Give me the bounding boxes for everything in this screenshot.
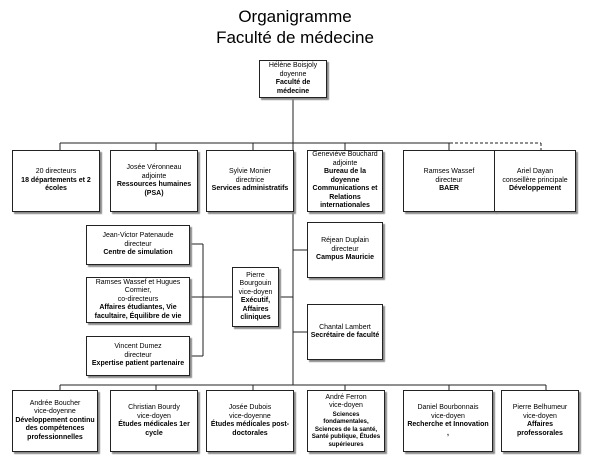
box-name: Ramses Wassef bbox=[423, 168, 475, 176]
box-role: co-directeurs bbox=[117, 295, 159, 303]
box-role: directeur bbox=[331, 245, 359, 253]
box-bureau-doyenne: Geneviève Bouchard adjointe Bureau de la… bbox=[307, 150, 383, 212]
box-role: vice-doyen bbox=[431, 412, 465, 420]
box-name: Vincent Dumez bbox=[114, 343, 162, 351]
box-name: Hélène Boisjoly bbox=[268, 62, 318, 69]
box-role: vice-doyen bbox=[137, 412, 171, 420]
box-name: 20 directeurs bbox=[35, 168, 77, 176]
box-role: vice-doyenne bbox=[229, 412, 271, 420]
box-expertise-patient: Vincent Dumez directeur Expertise patien… bbox=[86, 336, 190, 376]
chart-title-line1: Organigramme bbox=[238, 7, 352, 26]
box-role: adjointe bbox=[141, 172, 167, 180]
box-role: directrice bbox=[235, 176, 265, 184]
box-campus-mauricie: Réjean Duplain directeur Campus Mauricie bbox=[307, 222, 383, 278]
box-name: Geneviève Bouchard bbox=[312, 151, 378, 159]
box-unit: BAER bbox=[439, 185, 459, 193]
box-role: directeur bbox=[124, 351, 152, 359]
box-unit: Affaires professorales bbox=[517, 421, 563, 437]
box-directeurs: 20 directeurs 18 départements et 2 école… bbox=[12, 150, 100, 212]
box-dpc: Andrée Boucher vice-doyenne Développemen… bbox=[12, 390, 98, 452]
box-developpement: Ariel Dayan conseillère principale Dével… bbox=[494, 150, 576, 212]
box-unit: Bureau de la doyenne Communications et R… bbox=[312, 168, 378, 210]
box-unit: Développement continu des compétences pr… bbox=[15, 416, 95, 441]
box-etudes-post-doctorales: Josée Dubois vice-doyenne Études médical… bbox=[206, 390, 294, 452]
box-name: Josée Dubois bbox=[228, 404, 272, 411]
box-unit: Campus Mauricie bbox=[316, 254, 374, 262]
box-unit: Sciences fondamentales, Sciences de la s… bbox=[311, 410, 381, 448]
chart-title-line2: Faculté de médecine bbox=[216, 28, 374, 47]
box-unit: Recherche et Innovation , bbox=[407, 421, 489, 437]
box-executif: Pierre Bourgouin vice-doyen Exécutif, Af… bbox=[232, 267, 279, 327]
box-role: vice-doyen bbox=[329, 402, 363, 410]
box-name: Pierre Bourgouin bbox=[239, 271, 272, 288]
box-role: vice-doyen bbox=[238, 288, 273, 296]
box-unit: Développement bbox=[508, 185, 562, 193]
box-secretaire-faculte: Chantal Lambert Secrétaire de faculté bbox=[307, 304, 383, 360]
box-role: vice-doyenne bbox=[34, 408, 76, 416]
box-unit: Exécutif, Affaires cliniques bbox=[240, 297, 271, 321]
box-role: doyenne bbox=[279, 70, 307, 78]
box-recherche-innovation: Daniel Bourbonnais vice-doyen Recherche … bbox=[403, 390, 493, 452]
box-unit: Faculté de médecine bbox=[275, 79, 311, 95]
chart-title: Organigramme Faculté de médecine bbox=[0, 6, 590, 48]
box-role: directeur bbox=[124, 240, 152, 248]
box-name: Christian Bourdy bbox=[128, 404, 180, 411]
box-role: conseillère principale bbox=[502, 176, 568, 184]
box-name: Ariel Dayan bbox=[516, 168, 554, 176]
box-name: Andrée Boucher bbox=[29, 399, 81, 407]
box-unit: 18 départements et 2 écoles bbox=[21, 176, 91, 193]
box-name: André Ferron bbox=[325, 393, 367, 401]
box-baer: Ramses Wassef directeur BAER bbox=[403, 150, 495, 212]
box-affaires-etudiantes: Ramses Wassef et Hugues Cormier, co-dire… bbox=[86, 277, 190, 323]
box-name: Chantal Lambert bbox=[319, 323, 371, 331]
box-name: Pierre Belhumeur bbox=[512, 404, 568, 411]
box-role: directeur bbox=[435, 176, 463, 184]
box-unit: Centre de simulation bbox=[103, 249, 173, 257]
box-name: Daniel Bourbonnais bbox=[417, 404, 479, 411]
box-ressources-humaines: Josée Véronneau adjointe Ressources huma… bbox=[110, 150, 198, 212]
box-affaires-professorales: Pierre Belhumeur vice-doyen Affaires pro… bbox=[501, 390, 579, 452]
box-role: adjointe bbox=[332, 159, 358, 167]
box-unit: Études médicales post-doctorales bbox=[210, 421, 290, 437]
box-centre-simulation: Jean-Victor Patenaude directeur Centre d… bbox=[86, 225, 190, 265]
box-unit: Secrétaire de faculté bbox=[310, 332, 380, 339]
box-unit: Études médicales 1er cycle bbox=[118, 421, 190, 437]
box-name: Jean-Victor Patenaude bbox=[102, 232, 174, 240]
box-doyenne: Hélène Boisjoly doyenne Faculté de médec… bbox=[259, 60, 327, 98]
box-unit: Affaires étudiantes, Vie facultaire, Équ… bbox=[94, 304, 182, 320]
box-name: Réjean Duplain bbox=[321, 237, 369, 245]
box-name: Josée Véronneau bbox=[126, 164, 182, 171]
box-unit: Services administratifs bbox=[211, 185, 289, 193]
box-services-administratifs: Sylvie Monier directrice Services admini… bbox=[206, 150, 294, 212]
box-name: Ramses Wassef et Hugues Cormier, bbox=[95, 278, 181, 295]
box-unit: Expertise patient partenaire bbox=[91, 360, 185, 368]
box-name: Sylvie Monier bbox=[228, 168, 271, 176]
box-role: vice-doyen bbox=[523, 412, 557, 420]
box-sciences-fondamentales: André Ferron vice-doyen Sciences fondame… bbox=[307, 390, 385, 452]
box-etudes-1er-cycle: Christian Bourdy vice-doyen Études médic… bbox=[110, 390, 198, 452]
box-unit: Ressources humaines (PSA) bbox=[116, 181, 192, 197]
